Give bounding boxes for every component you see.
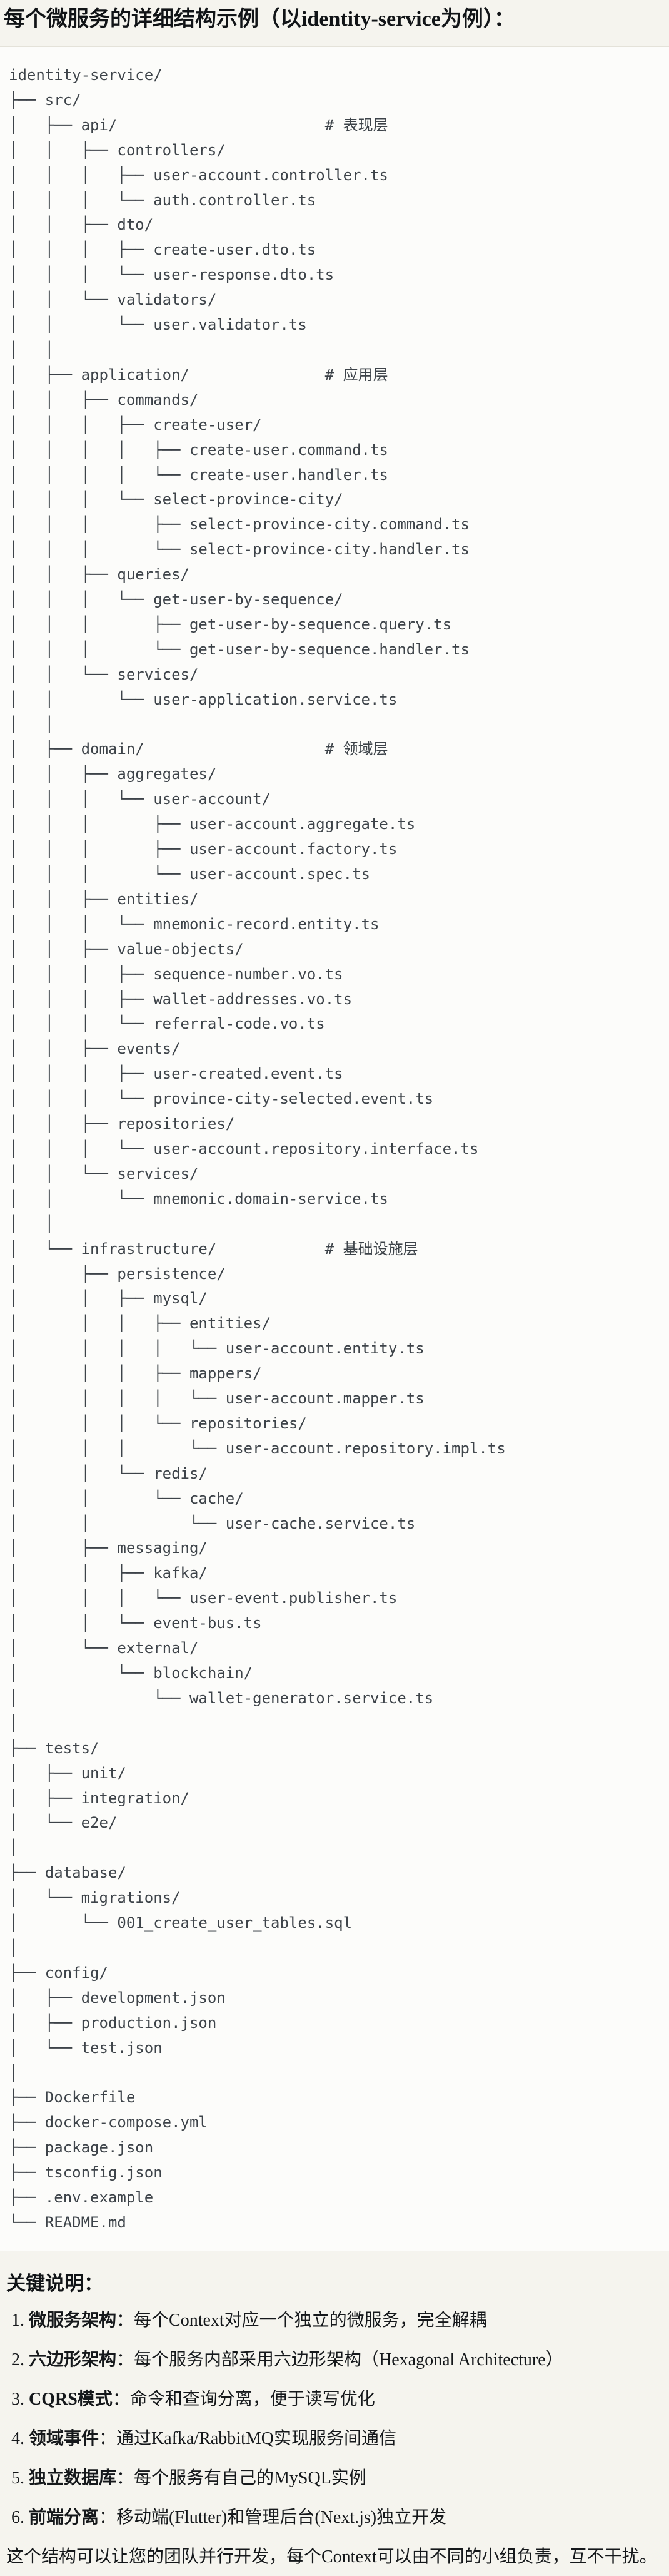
closing-paragraph: 这个结构可以让您的团队并行开发，每个Context可以由不同的小组负责，互不干扰… <box>6 2547 657 2567</box>
page-title: 每个微服务的详细结构示例（以identity-service为例）： <box>4 8 515 31</box>
list-item: 6.前端分离：移动端(Flutter)和管理后台(Next.js)独立开发 <box>11 2508 664 2527</box>
list-item: 4.领域事件：通过Kafka/RabbitMQ实现服务间通信 <box>11 2428 664 2448</box>
list-item: 3.CQRS模式：命令和查询分离，便于读写优化 <box>11 2390 664 2409</box>
directory-tree-code-block: identity-service/ ├── src/ │ ├── api/ # … <box>0 46 669 2251</box>
list-item-number: 1. <box>11 2310 24 2330</box>
list-item-number: 3. <box>11 2389 24 2409</box>
list-item-number: 2. <box>11 2349 24 2370</box>
list-item-label: CQRS模式 <box>29 2389 113 2409</box>
list-item-number: 5. <box>11 2468 24 2488</box>
list-item-desc: ：每个服务有自己的MySQL实例 <box>116 2468 366 2488</box>
list-item-label: 微服务架构 <box>29 2310 117 2330</box>
list-item-desc: ：命令和查询分离，便于读写优化 <box>112 2389 375 2409</box>
list-item-desc: ：移动端(Flutter)和管理后台(Next.js)独立开发 <box>99 2507 447 2527</box>
list-item: 1.微服务架构：每个Context对应一个独立的微服务，完全解耦 <box>11 2311 664 2330</box>
list-item-desc: ：每个Context对应一个独立的微服务，完全解耦 <box>116 2310 487 2330</box>
key-notes-list: 1.微服务架构：每个Context对应一个独立的微服务，完全解耦 2.六边形架构… <box>5 2311 664 2527</box>
list-item-label: 独立数据库 <box>29 2468 117 2488</box>
list-item-desc: ：每个服务内部采用六边形架构（Hexagonal Architecture） <box>116 2349 563 2370</box>
key-notes-heading: 关键说明： <box>6 2272 103 2294</box>
list-item-label: 六边形架构 <box>29 2349 117 2370</box>
list-item-number: 4. <box>11 2428 24 2448</box>
list-item-label: 前端分离 <box>29 2507 99 2527</box>
list-item: 2.六边形架构：每个服务内部采用六边形架构（Hexagonal Architec… <box>11 2349 664 2370</box>
list-item-label: 领域事件 <box>29 2428 99 2448</box>
list-item: 5.独立数据库：每个服务有自己的MySQL实例 <box>11 2468 664 2488</box>
directory-tree-text: identity-service/ ├── src/ │ ├── api/ # … <box>9 66 506 2231</box>
list-item-number: 6. <box>11 2507 24 2527</box>
list-item-desc: ：通过Kafka/RabbitMQ实现服务间通信 <box>99 2428 396 2448</box>
key-notes-section: 关键说明： 1.微服务架构：每个Context对应一个独立的微服务，完全解耦 2… <box>0 2271 669 2567</box>
